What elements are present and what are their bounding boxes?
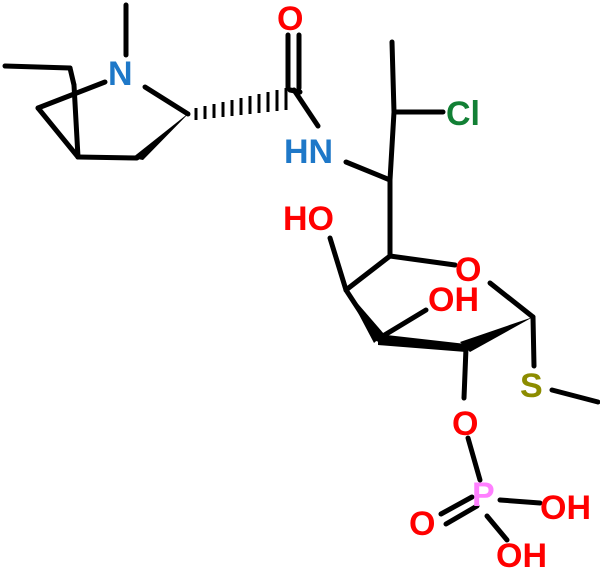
- bond-c3-oh: [375, 307, 429, 342]
- bond-c1-s: [530, 314, 537, 369]
- bond-po-2: [443, 503, 480, 527]
- bond-ring-c5-c4: [343, 253, 393, 293]
- atom-s-thio: S: [520, 367, 543, 405]
- atom-ho-left: HO: [283, 200, 334, 238]
- atom-o-phosphate: O: [452, 405, 478, 443]
- atom-o-double: O: [409, 505, 435, 543]
- bond-nh-c: [343, 159, 393, 183]
- bond-p-oh2: [484, 513, 510, 543]
- wedge-c2-c1: [460, 317, 533, 352]
- atom-oh-mid: OH: [428, 281, 479, 319]
- bond-chain-1: [387, 109, 397, 183]
- atom-oh-p2: OH: [496, 537, 547, 575]
- bond-n-c2: [35, 79, 108, 111]
- hashed-bond: [194, 88, 288, 120]
- bond-ring-c5-o: [387, 253, 458, 268]
- bond-o-p: [465, 435, 483, 483]
- atom-oh-p1: OH: [540, 489, 591, 527]
- bond-chain-methyl: [389, 39, 397, 115]
- bond-ethyl-1: [2, 63, 73, 71]
- bond-n-c5: [142, 84, 191, 117]
- atom-hn-amide: HN: [284, 133, 333, 171]
- bond-po-1: [438, 494, 475, 517]
- bond-ethyl-2: [67, 65, 77, 88]
- bond-c2-o: [461, 345, 469, 401]
- wedge-c4-c3: [346, 290, 384, 343]
- bond-c4-ho: [327, 235, 349, 293]
- atom-o-ring: O: [455, 251, 481, 289]
- atom-labels: N O HN Cl HO O OH S O P O OH OH: [108, 0, 591, 575]
- atom-cl: Cl: [446, 95, 480, 133]
- wedge-c3-c2: [378, 334, 466, 352]
- bond-s-methyl: [549, 387, 600, 405]
- atom-o-carbonyl: O: [277, 0, 303, 38]
- atom-p: P: [472, 476, 495, 514]
- bond-c3-c4: [75, 154, 140, 161]
- bonds: [2, 2, 600, 543]
- bond-p-oh1: [497, 497, 543, 506]
- bond-ring-o-c1: [487, 280, 536, 320]
- bond-c-nh: [291, 87, 321, 129]
- wedge-c4-c5: [132, 112, 190, 160]
- bond-bridge: [71, 82, 81, 160]
- atom-n-ring: N: [108, 55, 133, 93]
- bond-c2-c3: [35, 105, 81, 160]
